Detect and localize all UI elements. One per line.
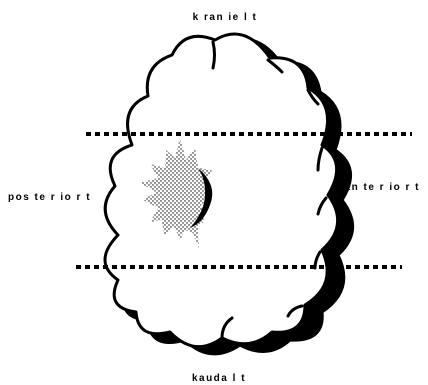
label-caudal: kauda l t — [192, 373, 246, 384]
cloud-body — [103, 32, 340, 349]
lesion-rim — [190, 168, 213, 228]
stippled-lesion — [140, 138, 212, 248]
label-cranial: k ran ie l t — [193, 12, 258, 23]
label-anterior: an te r io r t — [345, 182, 420, 193]
cloud-inner-curves — [211, 40, 328, 340]
label-posterior: pos te r io r t — [8, 192, 91, 203]
